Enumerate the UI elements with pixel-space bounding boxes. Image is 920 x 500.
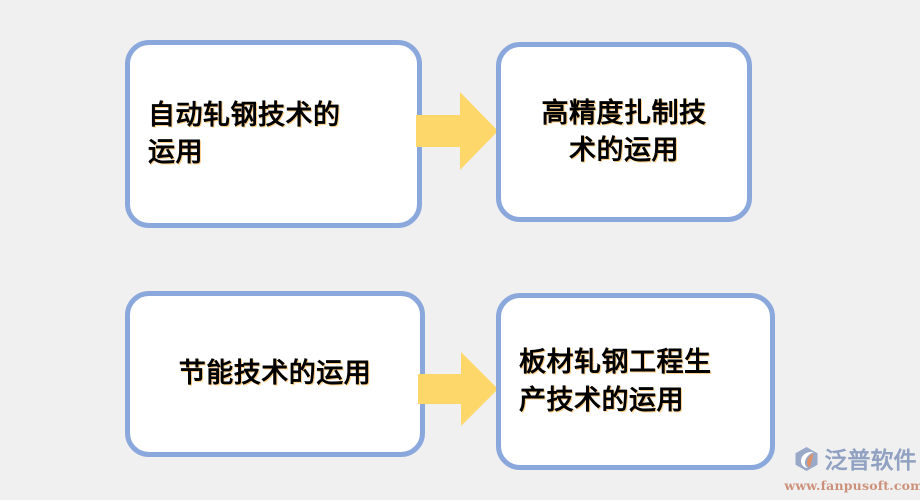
flow-node-automatic-rolling[interactable]: 自动轧钢技术的 运用 [125, 40, 422, 228]
watermark-brand-row: 泛普软件 [792, 445, 917, 477]
flow-node-plate-rolling-production[interactable]: 板材轧钢工程生 产技术的运用 [496, 293, 775, 470]
flow-node-high-precision-rolling[interactable]: 高精度扎制技 术的运用 [496, 42, 752, 222]
flow-node-energy-saving[interactable]: 节能技术的运用 [125, 291, 425, 457]
watermark-brand-text: 泛普软件 [824, 447, 917, 474]
flow-node-label: 板材轧钢工程生 产技术的运用 [519, 347, 712, 416]
watermark: 泛普软件 www.fanpusoft.com [784, 440, 920, 498]
watermark-url-text: www.fanpusoft.com [784, 478, 920, 494]
flow-node-label: 高精度扎制技 术的运用 [541, 97, 707, 166]
flow-node-label: 自动轧钢技术的 运用 [148, 99, 341, 168]
fanpu-swoosh-logo-icon [792, 445, 822, 477]
flow-arrow-right-icon [416, 92, 498, 170]
flow-node-label: 节能技术的运用 [178, 358, 372, 390]
flow-arrow-right-icon [418, 352, 498, 426]
